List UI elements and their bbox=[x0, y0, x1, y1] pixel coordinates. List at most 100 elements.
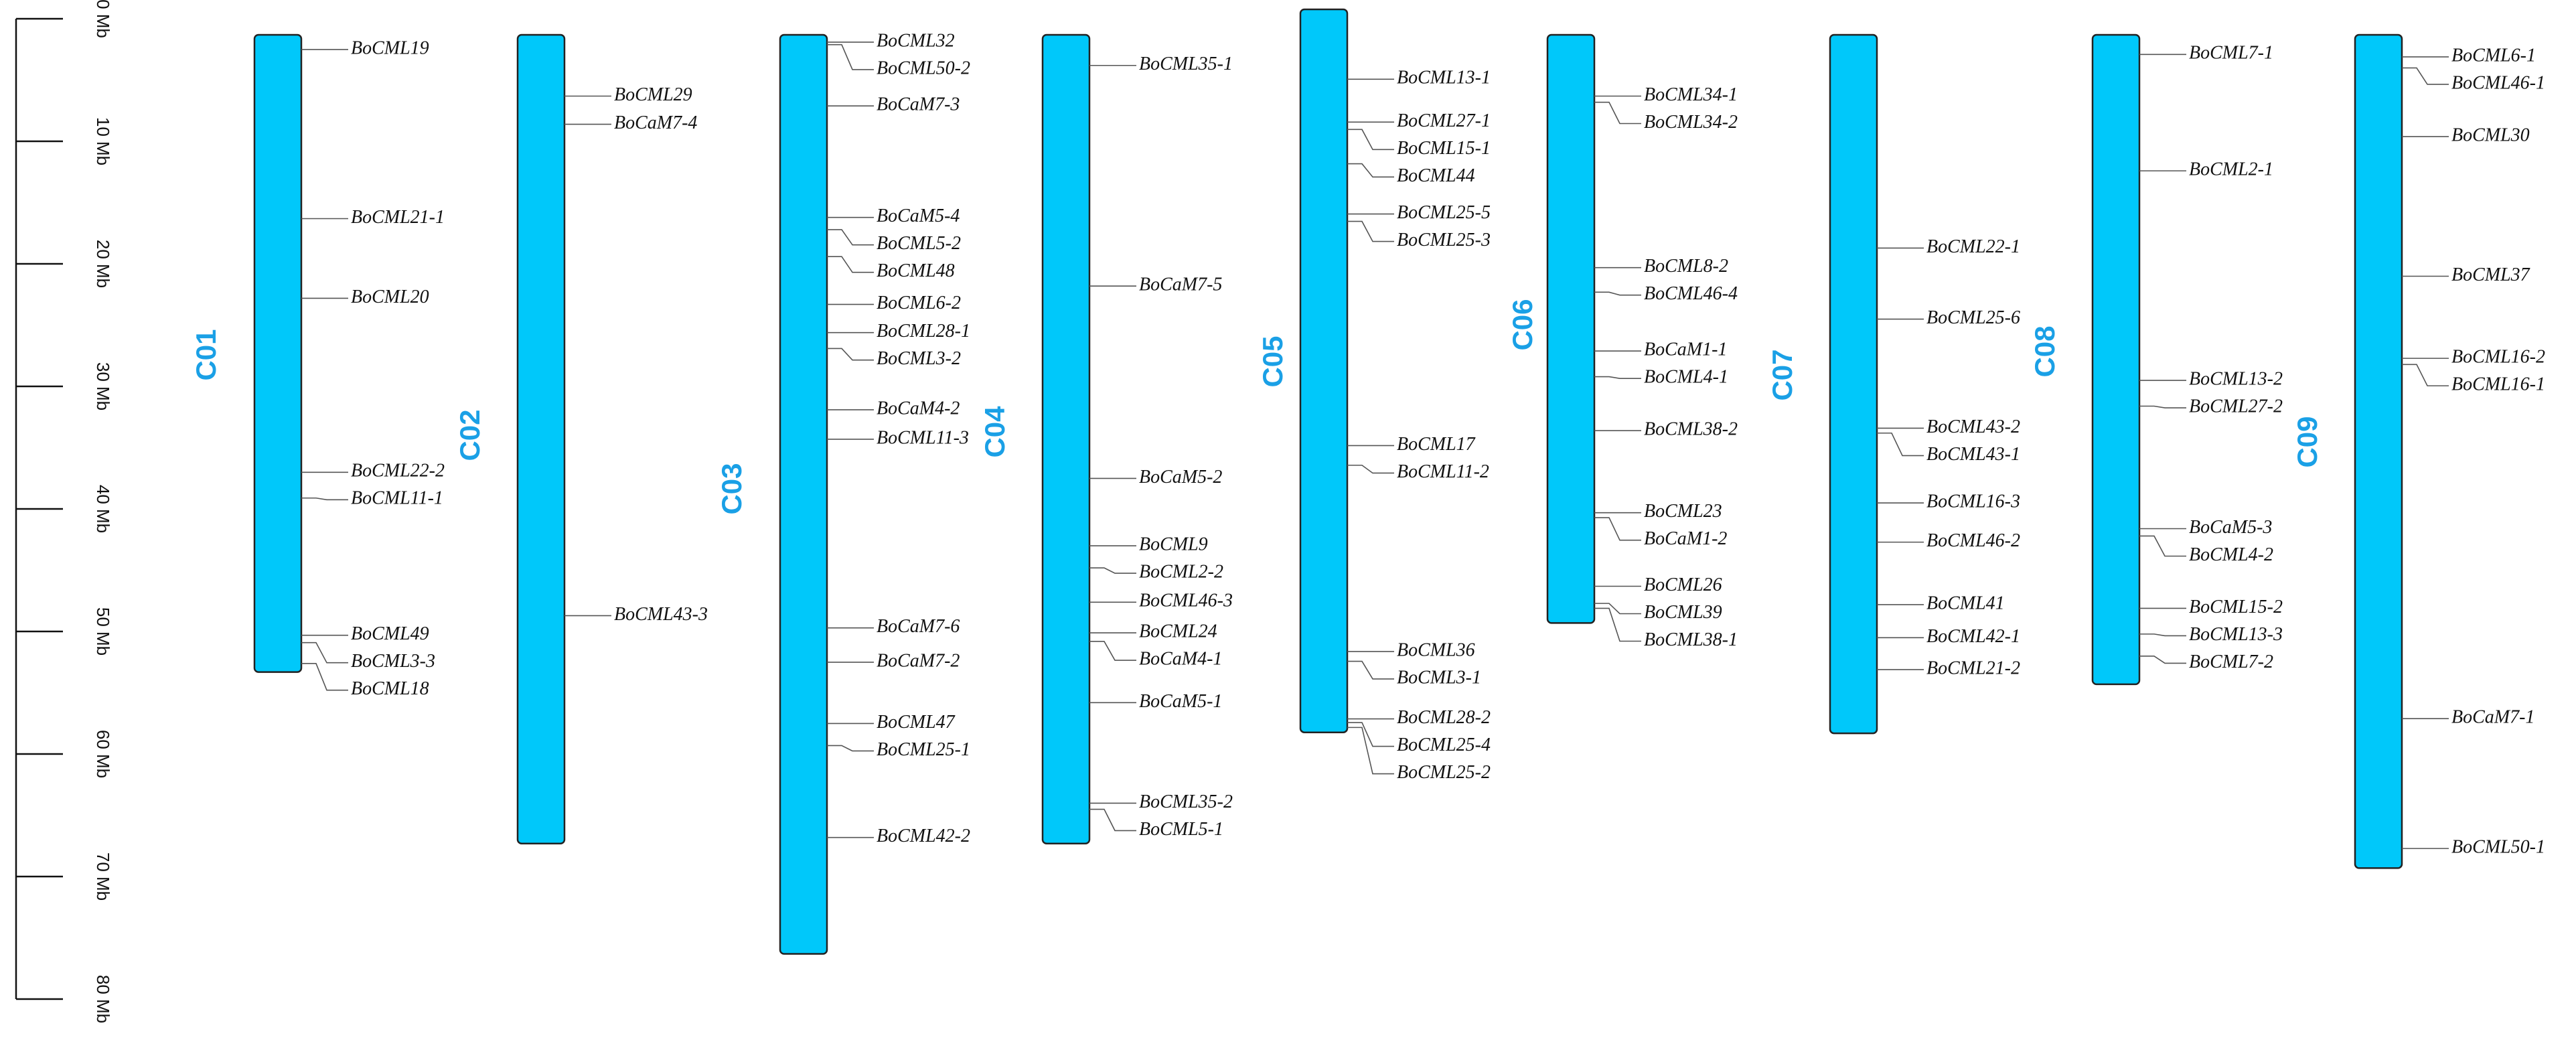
gene-label: BoCML35-2 bbox=[1139, 791, 1233, 812]
scale-tick-label: 80 Mb bbox=[93, 975, 113, 1023]
gene-label: BoCaM5-4 bbox=[877, 206, 960, 226]
gene-marker-line bbox=[1594, 517, 1641, 541]
chromosome-c07: C07 bbox=[1766, 33, 1878, 735]
gene-label: BoCML11-1 bbox=[351, 488, 443, 509]
scale-tick-label: 30 Mb bbox=[93, 362, 113, 410]
chromosome-label: C03 bbox=[716, 463, 747, 514]
gene-marker-line bbox=[2402, 67, 2449, 85]
gene-marker-line bbox=[1347, 163, 1394, 178]
gene-label: BoCML43-1 bbox=[1926, 444, 2020, 465]
chromosome-bar-c03 bbox=[779, 33, 828, 955]
gene-marker-line bbox=[1594, 603, 1641, 615]
gene-label: BoCML5-2 bbox=[877, 233, 961, 254]
chromosome-label: C06 bbox=[1507, 299, 1538, 350]
gene-label: BoCML27-1 bbox=[1397, 110, 1491, 131]
scale-tick-label: 60 Mb bbox=[93, 730, 113, 778]
gene-label: BoCaM1-1 bbox=[1644, 340, 1727, 360]
gene-label: BoCML48 bbox=[877, 260, 955, 281]
gene-label: BoCML44 bbox=[1397, 165, 1475, 186]
gene-label: BoCML25-3 bbox=[1397, 230, 1491, 250]
chromosome-label: C05 bbox=[1257, 335, 1288, 387]
gene-marker-line bbox=[1594, 607, 1641, 642]
gene-label: BoCML3-1 bbox=[1397, 667, 1481, 688]
chromosome-label: C02 bbox=[454, 409, 485, 461]
gene-marker-line bbox=[1347, 660, 1394, 680]
scale-tick-label: 40 Mb bbox=[93, 485, 113, 533]
gene-label: BoCML28-1 bbox=[877, 321, 970, 342]
gene-marker-line bbox=[1594, 101, 1641, 125]
gene-label: BoCML22-2 bbox=[351, 461, 445, 481]
chromosome-c01: C01 bbox=[190, 33, 303, 673]
gene-label: BoCML46-4 bbox=[1644, 283, 1738, 304]
gene-label: BoCML28-2 bbox=[1397, 707, 1491, 728]
gene-marker-line bbox=[827, 44, 874, 70]
chromosome-label: C04 bbox=[979, 406, 1010, 458]
gene-marker-line bbox=[1594, 291, 1641, 296]
gene-label: BoCML11-3 bbox=[877, 427, 969, 448]
gene-marker-line bbox=[301, 642, 348, 664]
gene-label: BoCML41 bbox=[1926, 593, 2005, 613]
gene-label: BoCML37 bbox=[2451, 265, 2530, 285]
gene-marker-line bbox=[1089, 567, 1136, 574]
gene-label: BoCML16-2 bbox=[2451, 347, 2545, 368]
chromosome-c03: C03 bbox=[716, 33, 828, 955]
gene-marker-line bbox=[1347, 129, 1394, 151]
gene-label: BoCML25-5 bbox=[1397, 202, 1491, 223]
gene-label: BoCML6-2 bbox=[877, 293, 961, 313]
gene-label: BoCaM5-2 bbox=[1139, 467, 1222, 487]
chromosome-c04: C04 bbox=[979, 33, 1091, 845]
gene-marker-line bbox=[1089, 641, 1136, 661]
gene-label: BoCML4-2 bbox=[2189, 544, 2273, 565]
gene-label: BoCML22-1 bbox=[1926, 236, 2020, 257]
gene-label: BoCML46-1 bbox=[2451, 72, 2545, 93]
gene-label: BoCML15-1 bbox=[1397, 138, 1491, 159]
gene-label: BoCML19 bbox=[351, 37, 429, 58]
gene-label: BoCML50-2 bbox=[877, 58, 970, 78]
gene-label: BoCML50-1 bbox=[2451, 837, 2545, 858]
gene-label: BoCaM7-6 bbox=[877, 616, 960, 637]
gene-marker-line bbox=[2139, 633, 2186, 637]
gene-marker-line bbox=[2139, 405, 2186, 408]
scale-tick-label: 70 Mb bbox=[93, 852, 113, 901]
gene-label: BoCML42-2 bbox=[877, 826, 970, 846]
chromosome-bar-c07 bbox=[1829, 33, 1878, 735]
gene-label: BoCaM5-1 bbox=[1139, 691, 1222, 712]
gene-label: BoCML25-6 bbox=[1926, 307, 2020, 328]
gene-label: BoCML29 bbox=[614, 84, 692, 105]
gene-label: BoCML2-1 bbox=[2189, 159, 2273, 180]
gene-label: BoCML2-2 bbox=[1139, 562, 1223, 583]
scale-tick-label: 0 Mb bbox=[93, 0, 113, 38]
gene-label: BoCML15-2 bbox=[2189, 597, 2283, 617]
gene-marker-line bbox=[301, 497, 348, 501]
gene-label: BoCML30 bbox=[2451, 125, 2530, 145]
gene-marker-line bbox=[827, 745, 874, 752]
gene-label: BoCML25-4 bbox=[1397, 735, 1491, 755]
gene-label: BoCML7-2 bbox=[2189, 652, 2273, 672]
gene-label: BoCML5-1 bbox=[1139, 819, 1223, 840]
gene-label: BoCML27-2 bbox=[2189, 396, 2283, 417]
chromosome-label: C01 bbox=[190, 329, 222, 380]
chromosome-c05: C05 bbox=[1257, 8, 1349, 733]
gene-marker-line bbox=[1347, 727, 1394, 775]
gene-label: BoCaM7-3 bbox=[877, 94, 960, 115]
gene-label: BoCML16-3 bbox=[1926, 491, 2020, 512]
gene-label: BoCML25-2 bbox=[1397, 762, 1491, 783]
gene-marker-line bbox=[827, 229, 874, 246]
gene-label: BoCML21-1 bbox=[351, 207, 445, 228]
gene-label: BoCaM4-1 bbox=[1139, 648, 1222, 669]
gene-label: BoCML13-1 bbox=[1397, 68, 1491, 88]
gene-label: BoCML9 bbox=[1139, 534, 1208, 555]
gene-label: BoCML36 bbox=[1397, 639, 1475, 660]
gene-label: BoCML38-2 bbox=[1644, 419, 1738, 440]
gene-label: BoCML4-1 bbox=[1644, 367, 1728, 388]
gene-label: BoCML13-3 bbox=[2189, 624, 2283, 645]
gene-label: BoCML35-1 bbox=[1139, 54, 1233, 74]
chromosome-bar-c06 bbox=[1546, 33, 1596, 624]
gene-label: BoCML24 bbox=[1139, 621, 1217, 642]
gene-label: BoCaM7-2 bbox=[877, 650, 960, 671]
chromosome-c06: C06 bbox=[1507, 33, 1596, 624]
chromosome-label: C09 bbox=[2291, 416, 2323, 467]
gene-label: BoCaM1-2 bbox=[1644, 528, 1727, 549]
gene-marker-line bbox=[1347, 220, 1394, 242]
